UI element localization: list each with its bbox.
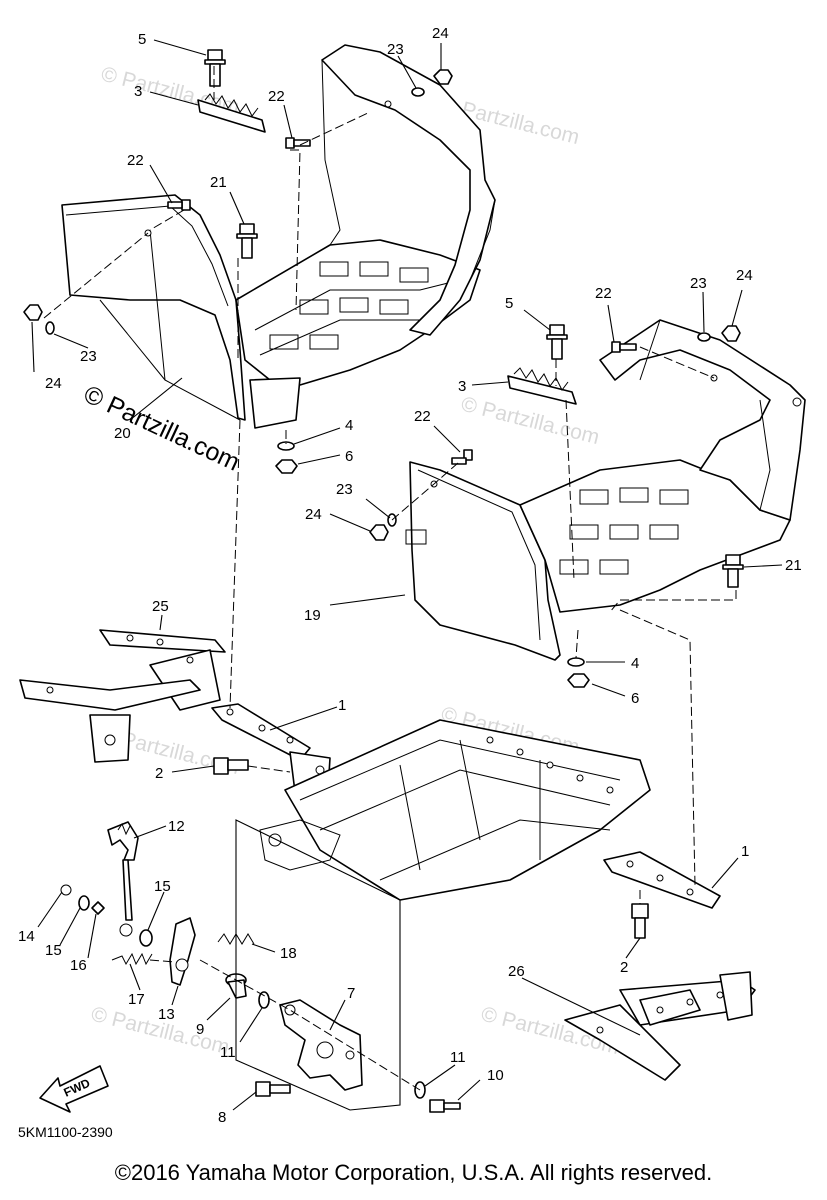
right-footrest-rear-guard: [599, 319, 806, 521]
callout-24: 24: [45, 375, 62, 392]
spring-17: [111, 952, 153, 966]
circlip-14: [60, 884, 72, 896]
right-footrest-front-wall: [409, 461, 561, 661]
callout-26: 26: [508, 963, 525, 980]
callout-23: 23: [690, 275, 707, 292]
callout-10: 10: [487, 1067, 504, 1084]
diagram-code: 5KM1100-2390: [18, 1124, 113, 1140]
nut-24-right-front: [369, 524, 389, 541]
screw-22-right-upper: [611, 341, 637, 353]
callout-23: 23: [336, 481, 353, 498]
bolt-8: [255, 1081, 291, 1097]
callout-13: 13: [158, 1006, 175, 1023]
callout-15: 15: [45, 942, 62, 959]
callout-2: 2: [155, 765, 163, 782]
callout-22: 22: [127, 152, 144, 169]
nut-24-right: [721, 325, 741, 342]
callout-5: 5: [505, 295, 513, 312]
callout-18: 18: [280, 945, 297, 962]
callout-7: 7: [347, 985, 355, 1002]
washer-23-upper: [411, 87, 425, 97]
lever-13: [169, 917, 196, 986]
leader-lines: [31, 39, 783, 1111]
footrest-stay-25: [19, 629, 226, 763]
callout-23: 23: [80, 348, 97, 365]
callout-numbers: 5 24 23 3 22 22 21 24 23 20 5 22 23 24 3…: [18, 25, 802, 1126]
flange-bolt-5-upper: [204, 49, 226, 87]
assembly-outline: [235, 819, 401, 1111]
callout-15: 15: [154, 878, 171, 895]
callout-19: 19: [304, 607, 321, 624]
callout-2: 2: [620, 959, 628, 976]
washer-4-left: [277, 441, 295, 451]
callout-17: 17: [128, 991, 145, 1008]
callout-24: 24: [736, 267, 753, 284]
frame-body: [284, 719, 651, 901]
grip-3-upper: [197, 99, 266, 133]
screw-22-upper: [285, 137, 311, 149]
callout-11: 11: [450, 1049, 466, 1066]
grip-3-right: [507, 375, 577, 405]
callout-1: 1: [338, 697, 346, 714]
callout-16: 16: [70, 957, 87, 974]
callout-21: 21: [210, 174, 227, 191]
washer-15-left: [78, 895, 90, 911]
flange-bolt-5-right: [546, 324, 568, 360]
nut-6-left: [275, 459, 298, 474]
flange-bolt-2-right: [631, 903, 649, 939]
callout-6: 6: [631, 690, 639, 707]
washer-23-left: [45, 321, 55, 335]
callout-21: 21: [785, 557, 802, 574]
callout-20: 20: [114, 425, 131, 442]
callout-23: 23: [387, 41, 404, 58]
callout-3: 3: [134, 83, 142, 100]
washer-15-right: [139, 929, 153, 947]
callout-8: 8: [218, 1109, 226, 1126]
right-footrest-assembly: [405, 319, 806, 661]
screw-22-right-lower: [451, 449, 473, 465]
dashed-alignment-lines: [43, 66, 737, 1091]
callout-9: 9: [196, 1021, 204, 1038]
flange-bolt-21-left: [236, 223, 258, 259]
frame: [259, 719, 651, 901]
left-footrest-rear-guard: [321, 44, 496, 336]
fwd-arrow: FWD: [39, 1065, 109, 1113]
footrest-bracket-1-right: [603, 851, 721, 909]
callout-3: 3: [458, 378, 466, 395]
left-footrest-body: [61, 194, 246, 421]
watermark: © Partzilla.com: [459, 393, 602, 450]
nut-24-left: [23, 304, 43, 321]
hardware: [23, 49, 744, 688]
flange-bolt-2-left: [213, 757, 249, 775]
screw-22-left: [167, 199, 191, 211]
washer-11-left: [258, 991, 270, 1009]
copyright-notice: ©2016 Yamaha Motor Corporation, U.S.A. A…: [114, 1160, 713, 1185]
nut-24-upper: [433, 69, 453, 85]
pin-16: [91, 901, 105, 915]
flange-bolt-21-right: [722, 554, 744, 588]
callout-22: 22: [414, 408, 431, 425]
callout-24: 24: [305, 506, 322, 523]
callout-22: 22: [268, 88, 285, 105]
callout-1: 1: [741, 843, 749, 860]
nut-6-right: [567, 673, 590, 688]
callout-4: 4: [631, 655, 639, 672]
rear-brake-pedal-12: [107, 821, 139, 937]
callout-4: 4: [345, 417, 353, 434]
callout-12: 12: [168, 818, 185, 835]
callout-14: 14: [18, 928, 35, 945]
callout-11: 11: [220, 1044, 236, 1061]
callout-22: 22: [595, 285, 612, 302]
washer-23-right: [697, 332, 711, 342]
callout-6: 6: [345, 448, 353, 465]
callout-5: 5: [138, 31, 146, 48]
callout-25: 25: [152, 598, 169, 615]
callout-24: 24: [432, 25, 449, 42]
brake-pedal-7: [279, 999, 363, 1091]
washer-4-right: [567, 657, 585, 667]
bolt-10: [429, 1099, 461, 1113]
footrest-stay-26: [564, 971, 756, 1081]
